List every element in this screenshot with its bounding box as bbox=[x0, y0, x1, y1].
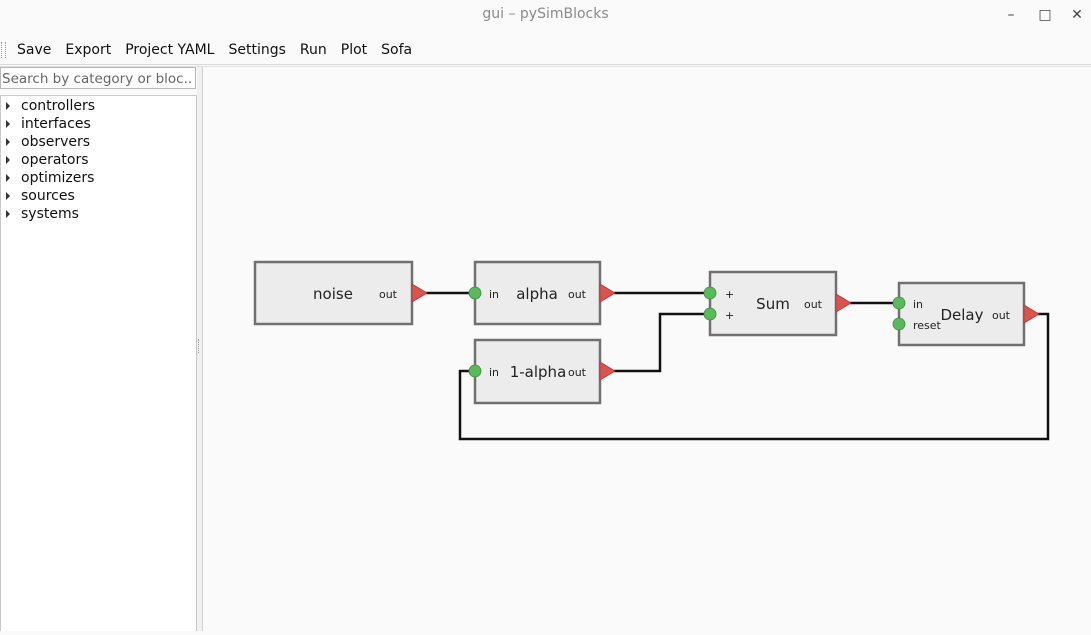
block-title: noise bbox=[313, 285, 353, 303]
port-label-out: out bbox=[379, 288, 398, 301]
block-title: 1-alpha bbox=[510, 363, 567, 381]
tree-item-operators[interactable]: operators bbox=[1, 151, 191, 169]
block-alpha[interactable]: alpha in out bbox=[468, 260, 616, 326]
tree-item-label: interfaces bbox=[21, 116, 91, 132]
input-port-icon[interactable] bbox=[703, 307, 717, 321]
menu-divider bbox=[0, 66, 1091, 67]
tree-item-label: systems bbox=[21, 206, 79, 222]
input-port-icon[interactable] bbox=[703, 286, 717, 300]
search-input[interactable] bbox=[1, 69, 192, 89]
port-label-out: out bbox=[568, 366, 587, 379]
expand-arrow-icon[interactable] bbox=[6, 138, 10, 146]
menu-save[interactable]: Save bbox=[17, 42, 52, 58]
block-title: Delay bbox=[940, 306, 983, 324]
port-label-reset: reset bbox=[913, 319, 942, 332]
output-port-icon[interactable] bbox=[1023, 304, 1040, 324]
maximize-icon: □ bbox=[1038, 7, 1052, 23]
expand-arrow-icon[interactable] bbox=[6, 174, 10, 182]
input-port-icon[interactable] bbox=[468, 364, 482, 378]
close-button[interactable]: ✕ bbox=[1065, 5, 1089, 25]
menu-export[interactable]: Export bbox=[65, 42, 112, 58]
title-bar: gui – pySimBlocks – □ ✕ bbox=[0, 0, 1091, 34]
tree-item-interfaces[interactable]: interfaces bbox=[1, 115, 191, 133]
wire-delay-feedback[interactable] bbox=[458, 312, 1050, 441]
menu-sofa[interactable]: Sofa bbox=[381, 42, 413, 58]
port-label-plus: + bbox=[725, 288, 734, 301]
block-sum[interactable]: Sum + + out bbox=[703, 270, 852, 337]
panel-splitter[interactable] bbox=[197, 67, 202, 631]
port-label-plus: + bbox=[725, 309, 734, 322]
tree-item-label: optimizers bbox=[21, 170, 95, 186]
expand-arrow-icon[interactable] bbox=[6, 120, 10, 128]
port-label-in: in bbox=[489, 288, 499, 301]
block-tree: controllers interfaces observers operato… bbox=[0, 95, 197, 631]
block-body[interactable] bbox=[473, 338, 602, 405]
minimize-button[interactable]: – bbox=[999, 5, 1023, 25]
expand-arrow-icon[interactable] bbox=[6, 210, 10, 218]
expand-arrow-icon[interactable] bbox=[6, 192, 10, 200]
port-label-in: in bbox=[913, 298, 923, 311]
output-port-icon[interactable] bbox=[599, 283, 616, 303]
menu-run[interactable]: Run bbox=[299, 42, 327, 58]
maximize-button[interactable]: □ bbox=[1033, 5, 1057, 25]
port-label-out: out bbox=[804, 298, 823, 311]
block-title: alpha bbox=[516, 285, 558, 303]
menu-settings[interactable]: Settings bbox=[228, 42, 286, 58]
tree-item-sources[interactable]: sources bbox=[1, 187, 191, 205]
block-delay[interactable]: Delay in reset out bbox=[892, 281, 1040, 347]
diagram-svg[interactable]: noise out alpha in out 1-alpha in out Su… bbox=[203, 67, 1091, 631]
tree-item-controllers[interactable]: controllers bbox=[1, 97, 191, 115]
block-1-alpha[interactable]: 1-alpha in out bbox=[468, 338, 616, 405]
block-search bbox=[0, 67, 196, 89]
output-port-icon[interactable] bbox=[599, 361, 616, 381]
tree-item-label: observers bbox=[21, 134, 91, 150]
port-label-out: out bbox=[568, 288, 587, 301]
port-label-in: in bbox=[489, 366, 499, 379]
close-icon: ✕ bbox=[1071, 7, 1083, 23]
expand-arrow-icon[interactable] bbox=[6, 102, 10, 110]
tree-item-systems[interactable]: systems bbox=[1, 205, 191, 223]
tree-item-observers[interactable]: observers bbox=[1, 133, 191, 151]
tree-item-optimizers[interactable]: optimizers bbox=[1, 169, 191, 187]
block-noise[interactable]: noise out bbox=[253, 260, 428, 326]
diagram-canvas[interactable]: noise out alpha in out 1-alpha in out Su… bbox=[202, 67, 1091, 631]
block-title: Sum bbox=[756, 295, 790, 313]
block-body[interactable] bbox=[897, 281, 1026, 347]
output-port-icon[interactable] bbox=[411, 283, 428, 303]
output-port-icon[interactable] bbox=[835, 293, 852, 313]
window-title: gui – pySimBlocks bbox=[482, 6, 609, 22]
block-body[interactable] bbox=[253, 260, 414, 326]
tree-item-label: controllers bbox=[21, 98, 96, 114]
input-port-icon[interactable] bbox=[468, 286, 482, 300]
tree-item-label: operators bbox=[21, 152, 89, 168]
menu-project-yaml[interactable]: Project YAML bbox=[125, 42, 215, 58]
input-port-icon[interactable] bbox=[892, 317, 906, 331]
toolbar-grip-icon[interactable] bbox=[1, 42, 6, 58]
port-label-out: out bbox=[992, 309, 1011, 322]
expand-arrow-icon[interactable] bbox=[6, 156, 10, 164]
splitter-handle-icon[interactable] bbox=[198, 339, 201, 353]
wire-1alpha-sum[interactable] bbox=[614, 312, 710, 373]
input-port-icon[interactable] bbox=[892, 296, 906, 310]
minimize-icon: – bbox=[1007, 7, 1015, 23]
menu-bar: Save Export Project YAML Settings Run Pl… bbox=[0, 36, 1091, 65]
menu-plot[interactable]: Plot bbox=[340, 42, 368, 58]
tree-item-label: sources bbox=[21, 188, 75, 204]
